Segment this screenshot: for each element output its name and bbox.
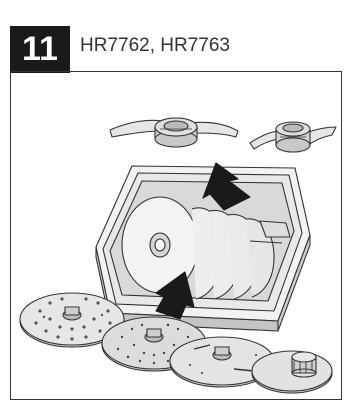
step-number-badge: 11 <box>10 26 70 73</box>
storage-box-icon <box>96 166 310 331</box>
emulsifying-disc-icon <box>252 351 332 393</box>
accessory-storage-illustration <box>10 71 342 400</box>
kneading-blade-left-icon <box>110 118 238 147</box>
kneading-blade-right-icon <box>250 122 336 152</box>
step-number: 11 <box>22 30 58 68</box>
model-numbers: HR7762, HR7763 <box>80 32 230 60</box>
